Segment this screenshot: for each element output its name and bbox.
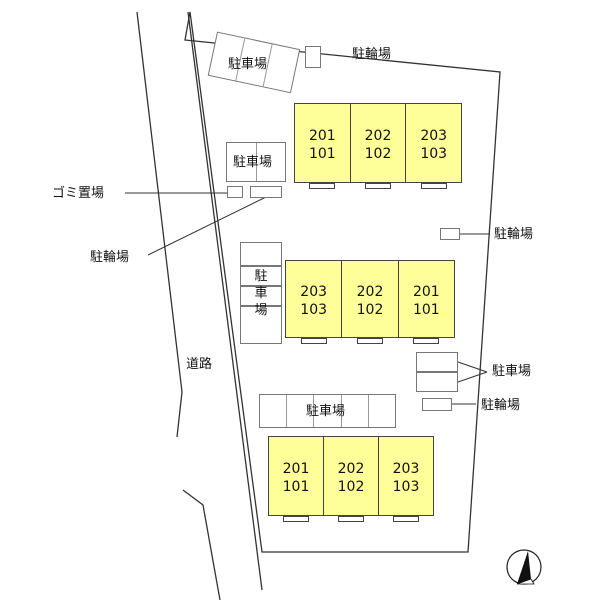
garbage-area <box>227 186 243 198</box>
label-bike-parking-top: 駐輪場 <box>352 47 392 62</box>
entrance <box>393 516 419 522</box>
bike-parking-top <box>305 46 321 68</box>
room-lower: 103 <box>300 301 328 318</box>
room-upper: 202 <box>356 283 384 300</box>
room-lower: 102 <box>337 478 365 495</box>
parking-b-3 <box>240 286 282 306</box>
entrance <box>365 183 391 189</box>
north-arrow-icon <box>506 549 542 585</box>
room-lower: 102 <box>364 145 392 162</box>
parking-top-left <box>207 31 301 94</box>
label-car-parking-right: 駐車場 <box>492 364 532 379</box>
room-upper: 203 <box>392 460 420 477</box>
entrance <box>338 516 364 522</box>
leader-car-right-1 <box>457 361 488 373</box>
room-lower: 102 <box>356 301 384 318</box>
room-upper: 203 <box>300 283 328 300</box>
entrance <box>300 338 327 344</box>
parking-mid-left <box>226 142 286 182</box>
room-lower: 101 <box>282 478 310 495</box>
entrance <box>309 183 336 189</box>
parking-b-1 <box>240 242 282 266</box>
parking-b-4 <box>240 306 282 344</box>
parking-right-1 <box>416 352 458 372</box>
label-road: 道路 <box>186 357 213 372</box>
room-upper: 202 <box>337 460 365 477</box>
room-upper: 203 <box>420 127 448 144</box>
parking-center <box>259 394 396 428</box>
label-car-parking-mid: 駐車場 <box>233 155 273 170</box>
parking-right-2 <box>416 372 458 392</box>
entrance <box>413 338 440 344</box>
room-lower: 103 <box>392 478 420 495</box>
room-upper: 201 <box>282 460 310 477</box>
label-bike-parking-right-low: 駐輪場 <box>481 398 521 413</box>
room-upper: 201 <box>308 127 336 144</box>
parking-b-2 <box>240 266 282 286</box>
label-car-parking-center: 駐車場 <box>306 404 346 419</box>
bike-parking-right-mid <box>440 228 460 240</box>
room-lower: 103 <box>420 145 448 162</box>
room-lower: 101 <box>308 145 336 162</box>
room-lower: 101 <box>412 301 440 318</box>
site-boundary-left <box>187 11 263 591</box>
label-garbage: ゴミ置場 <box>52 186 105 201</box>
label-bike-parking-left: 駐輪場 <box>90 250 130 265</box>
room-upper: 202 <box>364 127 392 144</box>
entrance <box>356 338 383 344</box>
label-car-parking-top: 駐車場 <box>228 57 268 72</box>
entrance <box>283 516 309 522</box>
entrance <box>420 183 447 189</box>
label-bike-parking-right-mid: 駐輪場 <box>494 227 534 242</box>
road-edge-left <box>136 11 183 438</box>
leader-bike-left <box>147 195 269 256</box>
bike-parking-left <box>250 186 282 198</box>
bike-parking-right-low <box>422 398 452 411</box>
road-edge-left-lower <box>182 489 221 600</box>
room-upper: 201 <box>412 283 440 300</box>
leader-car-right-2 <box>457 371 488 383</box>
label-car-parking-b: 駐車場 <box>254 269 268 318</box>
